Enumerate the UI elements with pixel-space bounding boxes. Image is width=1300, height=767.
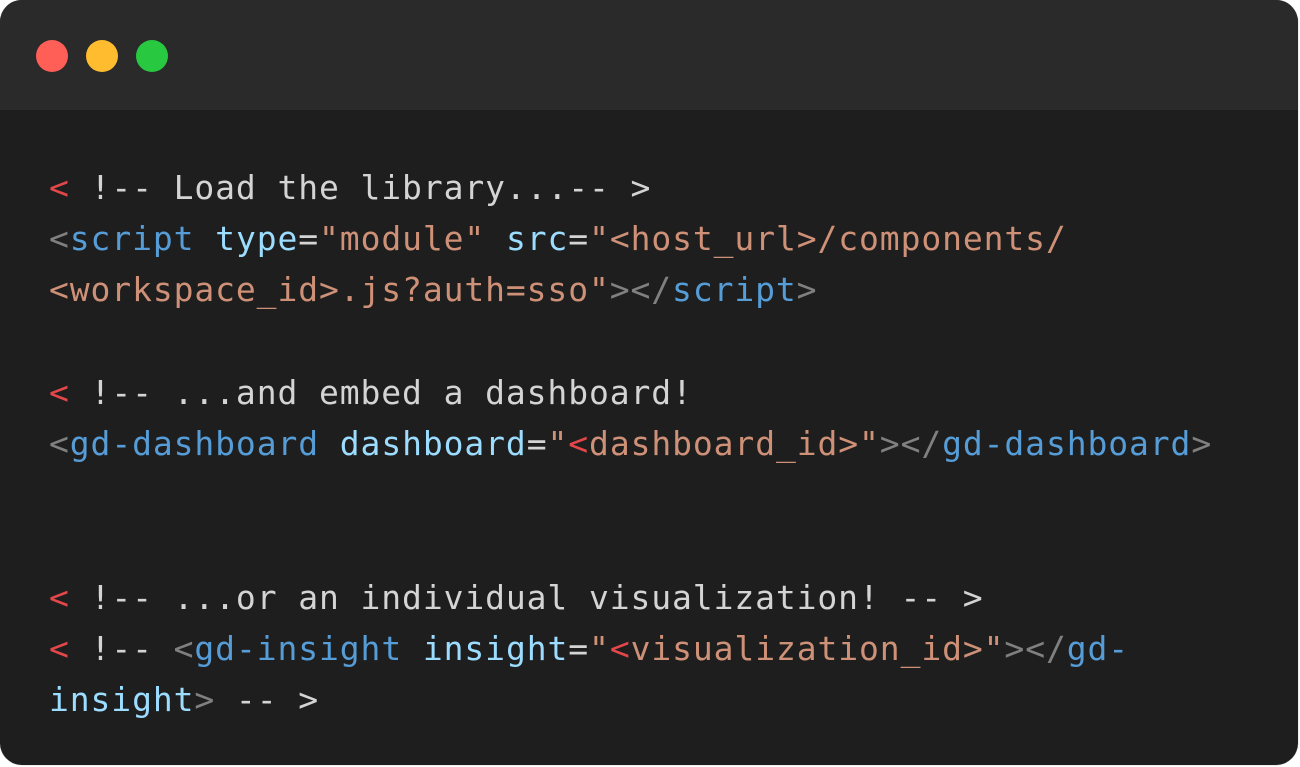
code-token-string: "<host_url>/components/: [589, 219, 1067, 259]
code-token-string: ": [547, 423, 569, 463]
close-button[interactable]: [36, 40, 68, 72]
code-token-string: dashboard_id>": [589, 423, 880, 463]
code-token-punct: ></: [1004, 628, 1067, 668]
code-token-string: "module": [319, 219, 486, 259]
code-token-tag: gd-insight: [194, 628, 403, 668]
window-titlebar: [0, 0, 1298, 110]
code-line: < !-- <gd-insight insight="<visualizatio…: [49, 623, 1212, 674]
code-line: <gd-dashboard dashboard="<dashboard_id>"…: [49, 418, 1212, 469]
code-token-op: =: [298, 219, 320, 259]
code-token-op: =: [568, 628, 590, 668]
code-block: < !-- Load the library...-- ><script typ…: [49, 162, 1212, 725]
code-line: < !-- Load the library...-- >: [49, 162, 1212, 213]
code-token-attr: insight: [422, 628, 569, 668]
code-token-red: <: [49, 577, 91, 617]
code-token-tag: script: [69, 219, 195, 259]
code-token-punct: >: [1191, 423, 1213, 463]
code-token-tag: script: [672, 270, 797, 310]
code-token-punct: <: [49, 423, 70, 463]
code-line: insight> -- >: [49, 674, 1212, 725]
code-token-op: =: [568, 219, 590, 259]
code-token-punct: <: [173, 628, 195, 668]
code-token-punct: <: [49, 219, 70, 259]
code-token-tag: gd-dashboard: [942, 423, 1192, 463]
code-token-attr: dashboard: [339, 423, 527, 463]
maximize-button[interactable]: [136, 40, 168, 72]
code-token-red: <: [49, 372, 91, 412]
minimize-button[interactable]: [86, 40, 118, 72]
code-token-punct: ></: [609, 270, 673, 310]
code-token-red: <: [49, 168, 91, 207]
code-token-tag: gd-dashboard: [69, 423, 319, 463]
code-token-attr: src: [505, 219, 569, 259]
code-token-tag: gd-: [1066, 628, 1130, 668]
code-line: <script type="module" src="<host_url>/co…: [49, 213, 1212, 264]
code-token-red: <: [568, 423, 590, 463]
code-line: [49, 469, 1212, 520]
code-token-punct: >: [796, 270, 818, 310]
code-line: [49, 316, 1212, 367]
code-token-comment: !-- ...or an individual visualization! -…: [90, 577, 984, 617]
code-token-op: [194, 219, 215, 258]
code-token-attr: type: [215, 219, 299, 259]
code-line: < !-- ...and embed a dashboard!: [49, 367, 1212, 418]
code-token-op: [319, 424, 340, 463]
code-token-comment: !--: [90, 628, 174, 668]
code-token-string: visualization_id>": [630, 628, 1005, 668]
code-line: < !-- ...or an individual visualization!…: [49, 572, 1212, 623]
code-token-op: [402, 629, 423, 668]
code-token-string: ": [589, 628, 610, 668]
code-line: [49, 520, 1212, 571]
code-token-attr: insight: [49, 679, 195, 719]
code-token-red: <: [609, 628, 631, 668]
code-token-comment: !-- ...and embed a dashboard!: [90, 372, 693, 412]
code-token-op: =: [526, 423, 548, 463]
code-token-punct: ></: [879, 423, 943, 463]
code-token-op: [485, 219, 506, 258]
code-line: <workspace_id>.js?auth=sso"></script>: [49, 264, 1212, 315]
code-token-comment: -- >: [215, 679, 319, 719]
code-token-punct: >: [194, 679, 216, 719]
code-token-comment: !-- Load the library...-- >: [90, 168, 652, 207]
code-token-red: <: [49, 628, 91, 668]
code-token-string: <workspace_id>.js?auth=sso": [49, 270, 610, 310]
